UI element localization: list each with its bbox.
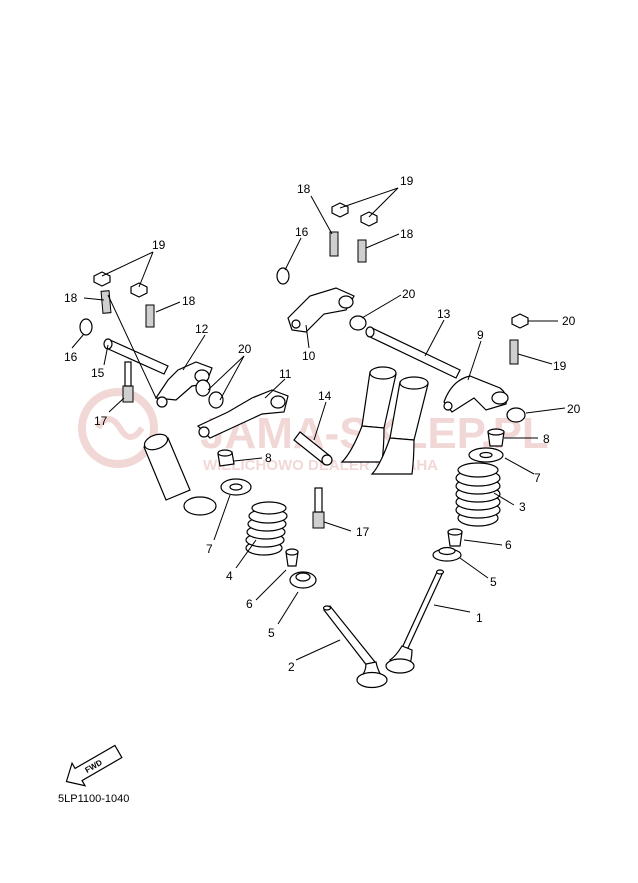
callout-8-right: 8 bbox=[543, 432, 550, 446]
part-18-stud-4 bbox=[357, 239, 367, 263]
callout-7-right: 7 bbox=[534, 471, 541, 485]
callout-13: 13 bbox=[437, 307, 451, 321]
leader-lines bbox=[71, 187, 566, 661]
callout-19-3: 20 bbox=[562, 314, 576, 328]
callout-20-3: 20 bbox=[238, 342, 252, 356]
tappet-center-2 bbox=[370, 376, 429, 475]
tappet-left bbox=[143, 433, 217, 516]
callout-18-2: 18 bbox=[182, 294, 196, 308]
part-17-bolt-center bbox=[312, 487, 325, 529]
callout-16-left: 16 bbox=[64, 350, 78, 364]
part-20-washer-1 bbox=[349, 315, 367, 331]
fwd-arrow-icon: FWD bbox=[65, 744, 123, 787]
callout-20-2: 20 bbox=[567, 402, 581, 416]
part-6-valve-cotter-right bbox=[447, 528, 463, 547]
callout-12: 12 bbox=[195, 322, 209, 336]
part-2-valve bbox=[322, 605, 388, 689]
callout-11: 11 bbox=[279, 367, 292, 381]
callout-2: 2 bbox=[288, 660, 295, 674]
part-5-spring-retainer-left bbox=[289, 571, 317, 589]
part-13-rocker-shaft bbox=[365, 326, 461, 379]
callout-7-left: 7 bbox=[206, 542, 213, 556]
part-16-o-ring-upper bbox=[276, 267, 290, 285]
callout-5-left: 5 bbox=[268, 626, 275, 640]
callout-20-1: 20 bbox=[402, 287, 416, 301]
part-7-spring-seat-right bbox=[468, 447, 504, 463]
part-20-washer-2 bbox=[506, 407, 526, 423]
callout-9: 9 bbox=[477, 328, 484, 342]
diagram-code: 5LP1100-1040 bbox=[58, 793, 130, 805]
part-6-valve-cotter-left bbox=[285, 548, 299, 567]
part-9-rocker-arm bbox=[443, 375, 509, 413]
watermark-logo-wave bbox=[95, 416, 145, 440]
tappet-center-1 bbox=[340, 366, 397, 463]
part-1-valve bbox=[385, 569, 445, 674]
callout-6-right: 6 bbox=[505, 538, 512, 552]
callout-5-right: 5 bbox=[490, 575, 497, 589]
part-14-rocker-shaft bbox=[293, 431, 333, 466]
part-10-rocker-arm bbox=[287, 287, 355, 333]
part-16-o-ring-left bbox=[79, 318, 93, 336]
part-19-nut-3 bbox=[331, 202, 349, 218]
callout-16-upper: 16 bbox=[295, 225, 309, 239]
part-3-valve-spring bbox=[455, 462, 501, 527]
callout-labels: 1 2 3 4 5 5 6 6 7 7 8 8 9 10 11 12 13 14… bbox=[64, 174, 581, 674]
callout-17-center: 17 bbox=[356, 525, 370, 539]
callout-3: 3 bbox=[519, 500, 526, 514]
part-18-stud-5 bbox=[509, 339, 519, 365]
callout-19-2: 19 bbox=[400, 174, 414, 188]
part-20-washer-3 bbox=[195, 379, 211, 397]
part-4-valve-spring bbox=[245, 501, 288, 556]
part-18-stud-1 bbox=[100, 290, 112, 314]
callout-18-5: 19 bbox=[553, 359, 567, 373]
callout-18-4: 18 bbox=[400, 227, 414, 241]
callout-18-1: 18 bbox=[64, 291, 78, 305]
part-7-spring-seat-left bbox=[220, 478, 252, 496]
callout-6-left: 6 bbox=[246, 597, 253, 611]
callout-19-1: 19 bbox=[152, 238, 166, 252]
part-5-spring-retainer-right bbox=[432, 546, 462, 562]
watermark-logo-ring bbox=[78, 388, 158, 468]
part-15-rocker-shaft bbox=[103, 338, 169, 375]
callout-8-left: 8 bbox=[265, 451, 272, 465]
part-20-washer-4 bbox=[208, 391, 224, 409]
part-8-valve-stem-seal-right bbox=[487, 428, 505, 447]
callout-15: 15 bbox=[91, 366, 105, 380]
callout-1: 1 bbox=[476, 611, 483, 625]
part-19-nut-4 bbox=[360, 211, 378, 227]
part-17-bolt-left bbox=[122, 361, 134, 403]
part-19-nut-2 bbox=[130, 282, 148, 298]
part-18-stud-3 bbox=[329, 231, 339, 257]
part-18-stud-2 bbox=[145, 304, 155, 328]
callout-4: 4 bbox=[226, 569, 233, 583]
callout-17-left: 17 bbox=[94, 414, 108, 428]
part-11-rocker-arm bbox=[196, 389, 289, 439]
callout-14: 14 bbox=[318, 389, 332, 403]
callout-10: 10 bbox=[302, 349, 316, 363]
callout-18-3: 18 bbox=[297, 182, 311, 196]
part-19-nut-5 bbox=[511, 313, 529, 329]
part-19-nut-1 bbox=[93, 271, 111, 287]
part-8-valve-stem-seal-left bbox=[217, 449, 235, 467]
